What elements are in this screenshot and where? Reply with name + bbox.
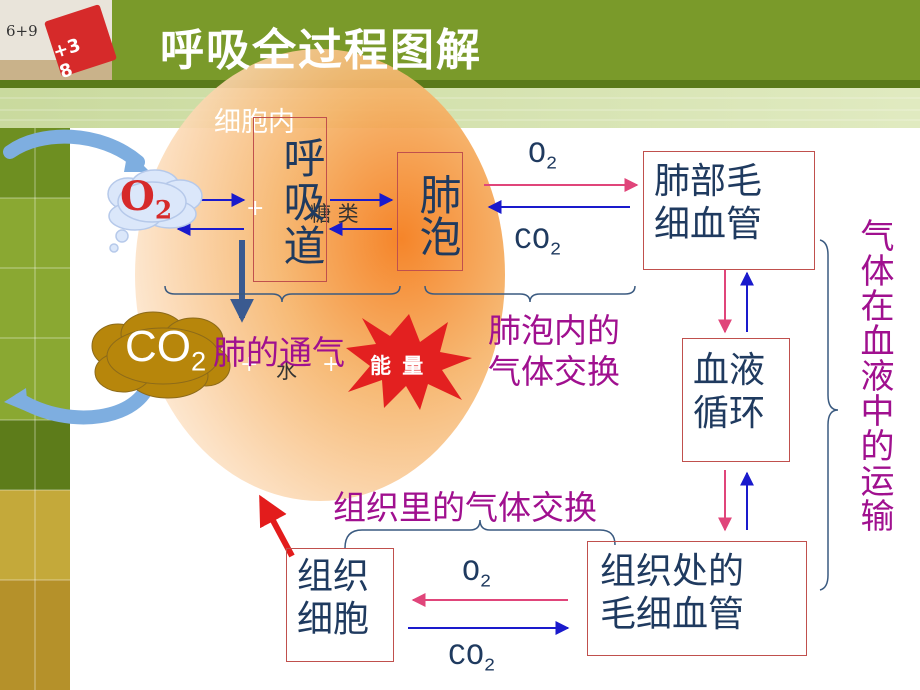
tissue-cell-box: 组织 细胞	[286, 548, 394, 662]
transport-label: 气体在血液中的运输	[854, 218, 894, 533]
airway-box: 呼吸道	[253, 117, 327, 282]
alveolar-exchange-label: 肺泡内的 气体交换	[488, 310, 620, 393]
lung-capillary-line1: 肺部毛	[654, 161, 763, 202]
cell-label: 细胞内	[214, 107, 295, 138]
sugar-label: 糖 类	[310, 202, 359, 226]
alveoli-box: 肺泡	[397, 152, 463, 271]
water-label: 水	[276, 359, 297, 383]
co2-cloud-label: CO2	[125, 322, 207, 377]
tissue-capillary-line1: 组织处的	[600, 551, 745, 592]
lung-capillary-box: 肺部毛 细血管	[643, 151, 815, 270]
o2-cloud-shape	[107, 169, 203, 253]
thumbnail-text: 6+9	[6, 22, 38, 40]
lung-capillary-line2: 细血管	[654, 204, 763, 246]
plus-sign-energy: +	[322, 352, 341, 377]
alveolar-exchange-line1: 肺泡内的	[488, 311, 620, 350]
blood-line2: 循环	[693, 393, 766, 435]
page-title: 呼吸全过程图解	[160, 25, 482, 76]
alveolar-exchange-line2: 气体交换	[488, 352, 620, 392]
o2-cloud-label: O2	[120, 173, 173, 225]
bottom-o2-label: O2	[462, 556, 492, 593]
top-co2-label: CO2	[514, 224, 562, 261]
header-bar	[0, 0, 920, 80]
energy-burst	[346, 314, 472, 410]
ventilation-label: 肺的通气	[213, 333, 345, 372]
bottom-co2-label: CO2	[448, 640, 496, 677]
co2-cloud-shape	[91, 311, 231, 399]
energy-label: 能 量	[370, 354, 426, 378]
tissue-capillary-box: 组织处的 毛细血管	[587, 541, 807, 656]
top-o2-label: O2	[528, 138, 558, 175]
tissue-exchange-label: 组织里的气体交换	[333, 488, 597, 527]
blood-circulation-box: 血液 循环	[682, 338, 790, 462]
blood-line1: 血液	[693, 350, 766, 391]
plus-sign-water: +	[240, 352, 259, 377]
plus-sign-sugar: +	[246, 196, 265, 221]
tissue-capillary-line2: 毛细血管	[600, 594, 745, 636]
tissue-cell-line1: 组织	[297, 556, 370, 597]
tissue-cell-line2: 细胞	[297, 599, 370, 641]
